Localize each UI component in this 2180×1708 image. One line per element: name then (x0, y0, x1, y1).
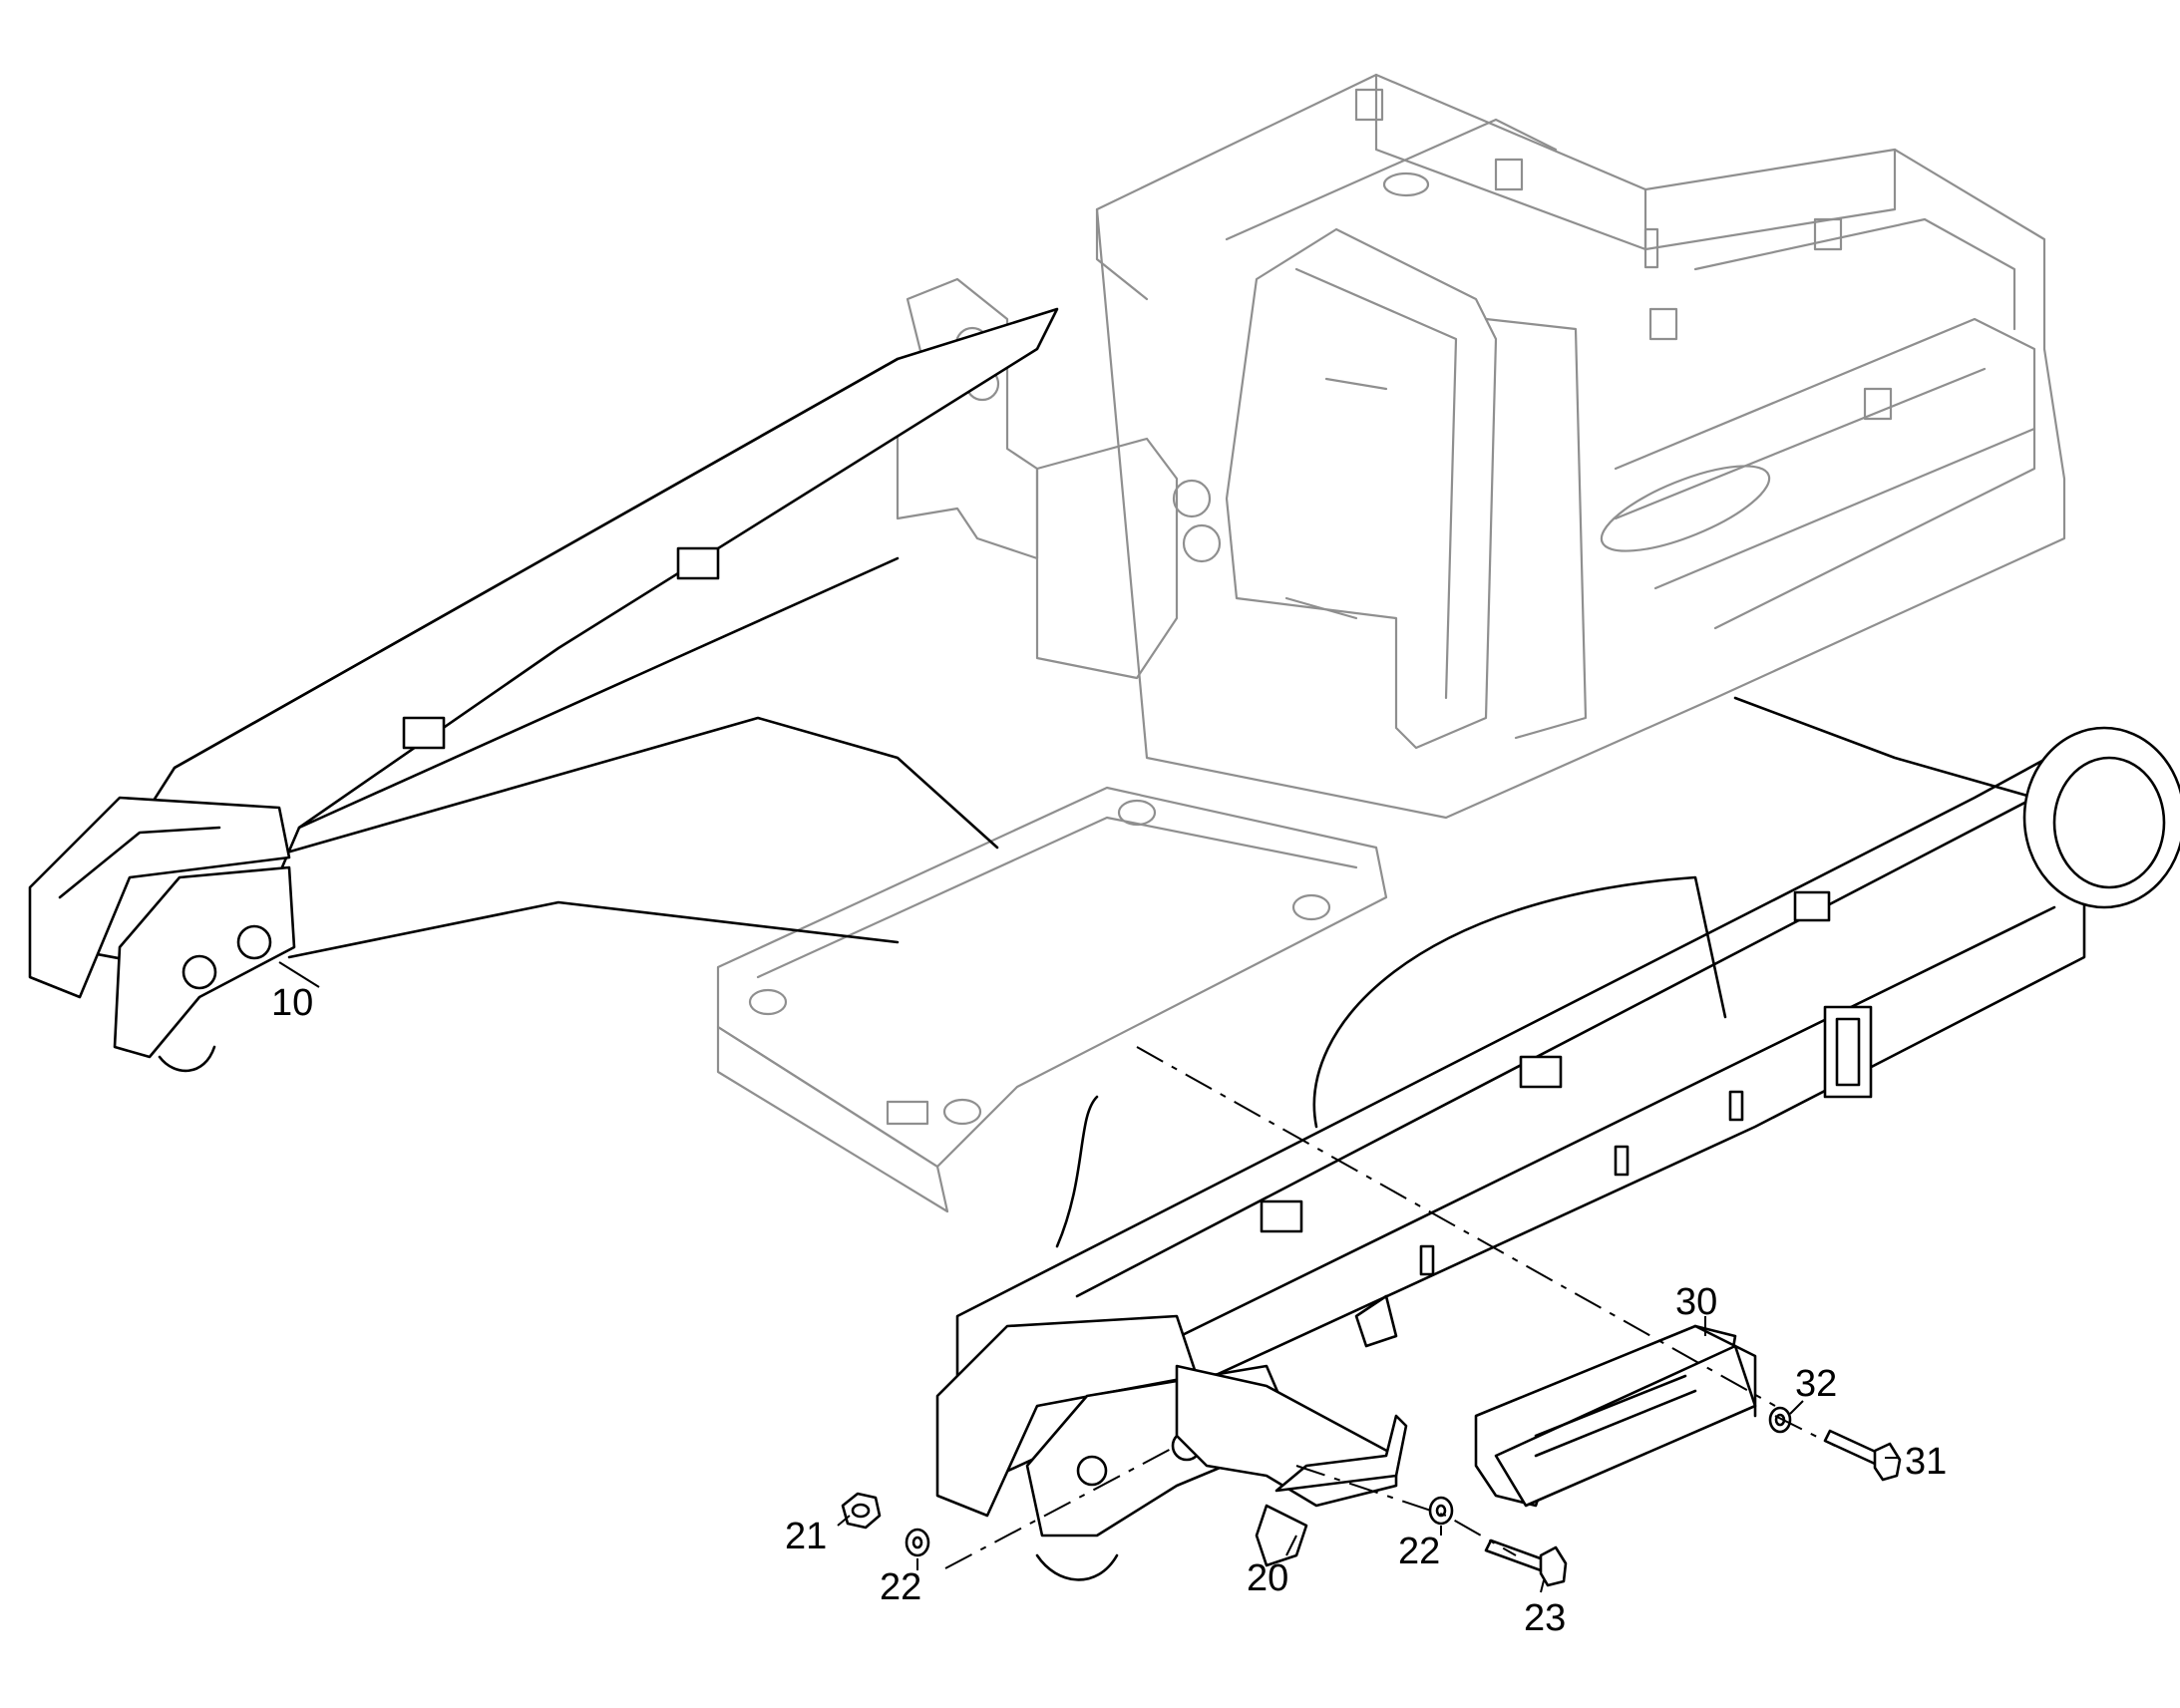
callout-20: 20 (1247, 1557, 1288, 1599)
track-frame-left (28, 307, 1059, 1073)
callout-30: 30 (1675, 1281, 1717, 1323)
leader-lines (278, 961, 1900, 1593)
part-22-washer-right (1428, 1496, 1454, 1526)
part-23-bolt (1484, 1538, 1568, 1587)
part-22-washer-left (905, 1528, 930, 1557)
part-30-step-bracket (1474, 1324, 1757, 1508)
part-32-washer (1768, 1406, 1792, 1434)
part-20-bracket (1175, 1364, 1408, 1567)
callouts: 10 20 21 22 22 23 30 31 32 (271, 982, 1947, 1639)
callout-32: 32 (1795, 1363, 1837, 1405)
callout-21: 21 (785, 1516, 827, 1557)
callout-22-right: 22 (1398, 1531, 1440, 1572)
callout-22-left: 22 (880, 1566, 921, 1608)
callout-23: 23 (1524, 1597, 1566, 1639)
callout-10: 10 (271, 982, 313, 1024)
callout-31: 31 (1905, 1441, 1947, 1483)
part-21-nut (841, 1492, 882, 1530)
assembly-lines (944, 1046, 1836, 1569)
hardware (841, 1406, 1902, 1587)
part-31-bolt (1823, 1429, 1902, 1482)
